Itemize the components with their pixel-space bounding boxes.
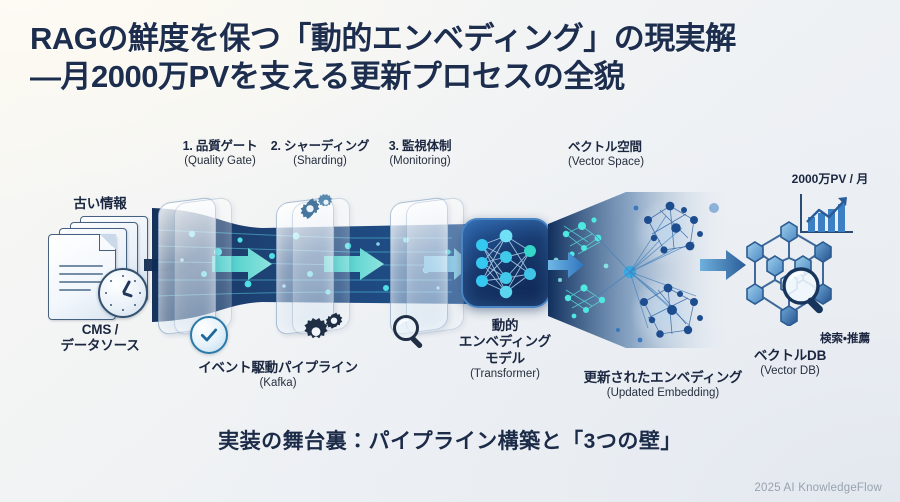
check-badge-icon xyxy=(190,316,228,354)
arrow-vector-space-to-db xyxy=(700,250,746,280)
step-label-sharding: 2. シャーディング (Sharding) xyxy=(270,139,370,168)
neural-network-icon xyxy=(476,229,536,299)
model-label-line3: モデル xyxy=(485,350,525,366)
step-3-ja: 3. 監視体制 xyxy=(388,139,452,153)
step-1-ja: 1. 品質ゲート xyxy=(182,139,258,153)
magnifier-icon xyxy=(782,267,823,314)
model-label-line1: 動的 xyxy=(491,318,519,333)
model-label-en: (Transformer) xyxy=(470,368,540,381)
vector-space-label: ベクトル空間 (Vector Space) xyxy=(568,140,688,169)
updated-embedding-label: 更新されたエンベディング (Updated Embedding) xyxy=(548,370,778,400)
vector-db-graphic xyxy=(735,218,843,327)
title-line-1: RAGの鮮度を保つ「動的エンベディング」の現実解 xyxy=(30,21,736,56)
step-label-monitoring: 3. 監視体制 (Monitoring) xyxy=(370,139,470,168)
stale-data-label-text: 古い情報 xyxy=(73,196,127,211)
vector-space-label-en: (Vector Space) xyxy=(568,156,645,169)
cms-source-label-ja1: CMS / xyxy=(81,322,119,337)
model-label-line2: エンベディング xyxy=(458,334,552,350)
embedding-model-label: 動的 エンベディング モデル (Transformer) xyxy=(440,318,570,381)
event-driven-pipeline-graphic xyxy=(152,196,472,336)
vector-db-label-ja: ベクトルDB xyxy=(753,348,827,363)
arrow-model-to-vector-space xyxy=(548,252,584,278)
title-line-2: —月2000万PVを支える更新プロセスの全貌 xyxy=(30,59,625,94)
step-label-row: 1. 品質ゲート (Quality Gate) 2. シャーディング (Shar… xyxy=(170,139,470,168)
stale-data-label: 古い情報 xyxy=(52,196,148,212)
bottom-caption: 実装の舞台裏：パイプライン構築と「3つの壁」 xyxy=(218,430,682,453)
clock-icon xyxy=(98,268,148,318)
pipeline-panel-quality-gate-shadow xyxy=(174,196,232,336)
pipeline-label: イベント駆動パイプライン (Kafka) xyxy=(172,360,384,390)
magnifier-icon xyxy=(390,312,430,352)
vector-db-label-en: (Vector DB) xyxy=(760,365,820,378)
check-icon xyxy=(200,328,218,342)
document-text-lines xyxy=(59,265,103,297)
step-1-en: (Quality Gate) xyxy=(184,155,256,168)
step-3-en: (Monitoring) xyxy=(389,155,451,168)
cms-source-label-ja2: データソース xyxy=(60,338,140,354)
pipeline-label-en: (Kafka) xyxy=(259,377,297,390)
updated-embedding-label-ja: 更新されたエンベディング xyxy=(583,370,743,385)
search-recommend-label: 検索・推薦 xyxy=(820,333,870,345)
embedding-model-box xyxy=(461,218,551,308)
vector-space-graphic xyxy=(548,190,738,350)
pv-metric-label: 2000万PV / 月 xyxy=(791,172,869,186)
gears-icon xyxy=(300,312,346,352)
pipeline-label-ja: イベント駆動パイプライン xyxy=(198,360,358,375)
step-2-en: (Sharding) xyxy=(293,155,347,168)
cms-source-label: CMS / データソース xyxy=(44,322,156,355)
cms-source-graphic xyxy=(46,216,150,320)
updated-embedding-label-en: (Updated Embedding) xyxy=(606,387,720,400)
vector-db-label: ベクトルDB (Vector DB) xyxy=(720,348,860,378)
growth-chart-icon xyxy=(795,192,857,238)
step-label-quality-gate: 1. 品質ゲート (Quality Gate) xyxy=(170,139,270,168)
footer-credit: 2025 AI KnowledgeFlow xyxy=(754,482,882,494)
page-title: RAGの鮮度を保つ「動的エンベディング」の現実解 —月2000万PVを支える更新… xyxy=(30,20,870,96)
gears-icon xyxy=(296,194,336,228)
vector-space-label-ja: ベクトル空間 xyxy=(568,140,642,154)
step-2-ja: 2. シャーディング xyxy=(270,139,370,153)
